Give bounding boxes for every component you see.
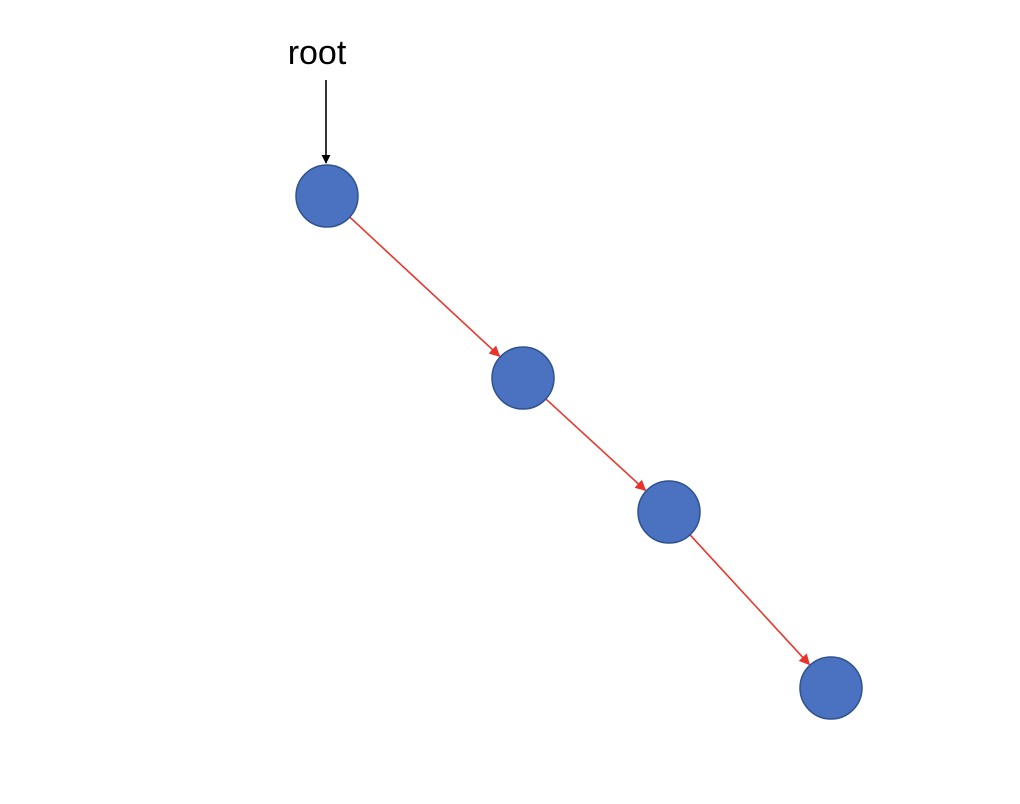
edge-n3-n4 — [689, 534, 811, 666]
tree-node-1 — [295, 164, 359, 228]
edge-n2-n3 — [545, 398, 647, 492]
root-label: root — [288, 34, 347, 72]
tree-node-2 — [491, 346, 555, 410]
edge-n1-n2 — [349, 216, 501, 357]
tree-node-3 — [637, 480, 701, 544]
nodes-layer — [295, 164, 863, 720]
tree-node-4 — [799, 656, 863, 720]
edges-layer — [349, 216, 811, 666]
